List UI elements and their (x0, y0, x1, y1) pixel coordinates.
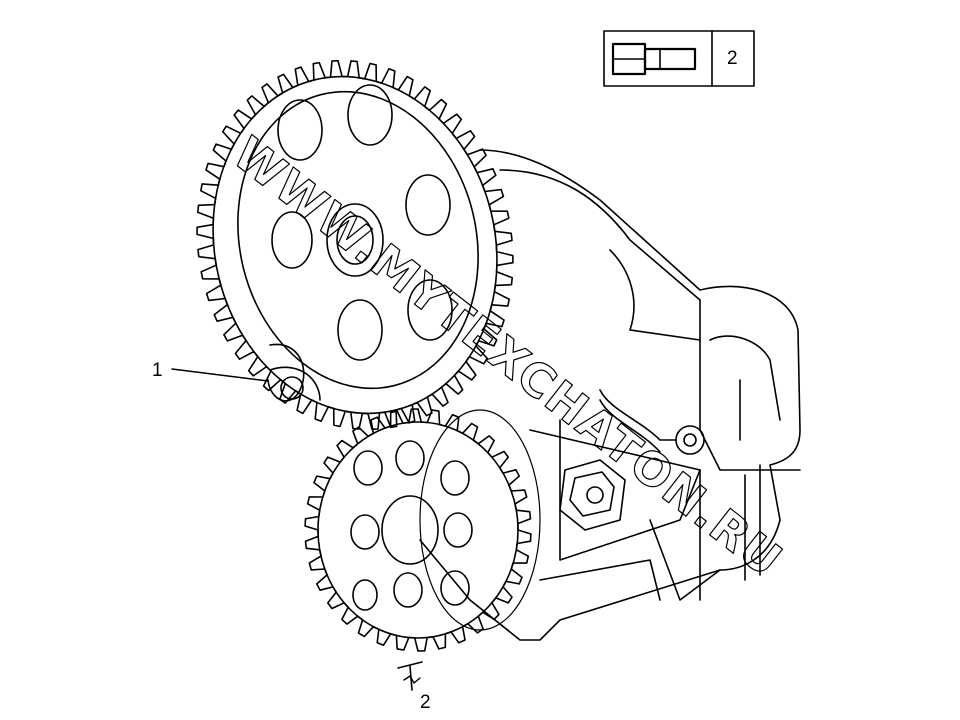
pipe-fitting (599, 389, 705, 455)
small-gear (304, 408, 541, 652)
small-gear-hole (350, 514, 380, 550)
small-gear-hole (353, 450, 383, 486)
hex-nut (559, 459, 626, 531)
legend-label: 2 (727, 48, 738, 69)
small-gear-hole (443, 512, 473, 548)
callout-2-label: 2 (420, 692, 431, 713)
small-gear-hub (381, 495, 439, 565)
callout-1-label: 1 (152, 360, 163, 381)
small-gear-hole (395, 440, 425, 476)
large-gear-hole (271, 211, 313, 269)
callout-1: 1 (152, 360, 269, 382)
bolt-icon (611, 42, 697, 76)
pump-housing (267, 149, 801, 641)
legend-frame (603, 30, 755, 87)
callout-2: 2 (397, 661, 431, 713)
large-gear-hole (277, 99, 323, 161)
small-gear-hole (440, 570, 470, 606)
small-gear-hole (352, 579, 378, 611)
large-gear (196, 59, 514, 431)
large-gear-hole (407, 279, 453, 341)
large-gear-hole (347, 84, 393, 146)
small-gear-hole (393, 572, 423, 608)
bolt-legend: 2 (603, 30, 755, 87)
gear-teeth (304, 408, 532, 652)
large-gear-hole (337, 299, 383, 361)
large-gear-hole (405, 174, 451, 236)
large-gear-hub (326, 203, 384, 277)
small-gear-hole (440, 460, 470, 496)
